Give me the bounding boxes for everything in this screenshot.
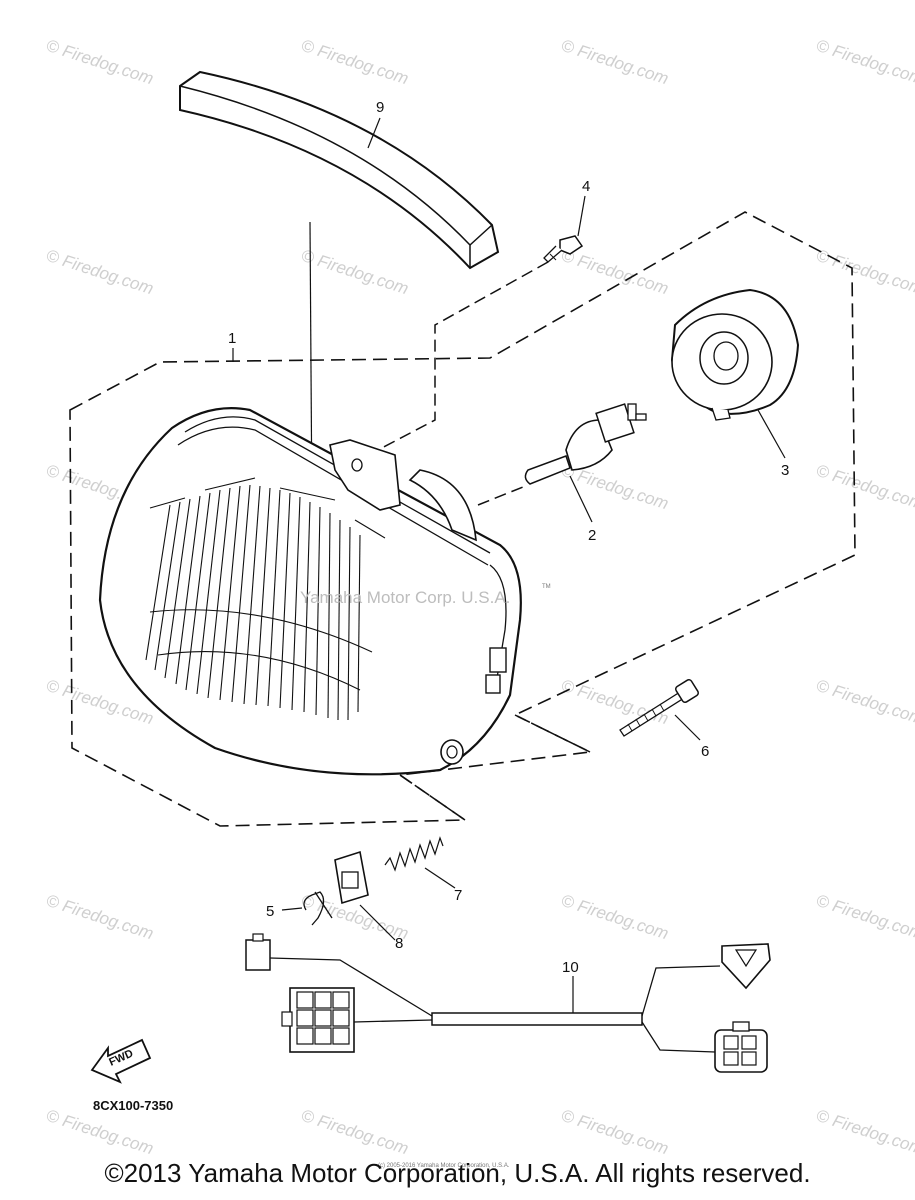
callout-6: 6: [701, 743, 709, 760]
watermark: © Firedog.com: [814, 1106, 915, 1159]
part-9-cover-strip: [179, 70, 500, 270]
copyright-notice: ©2013 Yamaha Motor Corporation, U.S.A. A…: [104, 1158, 811, 1188]
watermark: © Firedog.com: [814, 891, 915, 944]
leader-line-5: [281, 907, 303, 911]
leader-line-9: [367, 117, 381, 149]
watermark: © Firedog.com: [559, 891, 671, 944]
watermark: © Firedog.com: [559, 36, 671, 89]
leader-line-4: [577, 195, 586, 237]
watermark: © Firedog.com: [44, 246, 156, 299]
callout-5: 5: [266, 903, 274, 920]
part-2-bulb: [524, 403, 647, 485]
callout-3: 3: [781, 462, 789, 479]
part-3-bulb-cover: [670, 288, 800, 421]
watermark: © Firedog.com: [44, 36, 156, 89]
part-7-spring: [384, 836, 444, 872]
callout-7: 7: [454, 887, 462, 904]
forward-arrow-icon: FWD: [90, 1038, 152, 1084]
tiny-notice: (c) 2005-2016 Yamaha Motor Corporation, …: [378, 1163, 510, 1169]
watermark: © Firedog.com: [814, 36, 915, 89]
part-4-screw: [543, 235, 584, 263]
bolt-link-line: [514, 714, 591, 753]
tm-mark: TM: [542, 584, 551, 590]
leader-line-8: [359, 904, 396, 941]
trademark-stamp: Yamaha Motor Corp. U.S.A.: [300, 588, 510, 607]
watermark: © Firedog.com: [44, 1106, 156, 1159]
watermark: © Firedog.com: [299, 246, 411, 299]
leader-line-3: [757, 409, 786, 459]
watermark: © Firedog.com: [814, 461, 915, 514]
part-5-clip: [303, 891, 333, 926]
watermark: © Firedog.com: [559, 246, 671, 299]
leader-line-6: [674, 714, 701, 741]
part-1-headlight-unit: [98, 407, 522, 776]
leader-line-2: [569, 475, 593, 523]
part-code: 8CX100-7350: [93, 1098, 173, 1113]
callout-9: 9: [376, 99, 384, 116]
part-8-clip-nut: [334, 850, 369, 905]
screw-link-line: [377, 261, 549, 451]
assembly-boundary: [69, 211, 856, 827]
callout-4: 4: [582, 178, 590, 195]
callout-2: 2: [588, 527, 596, 544]
watermark: © Firedog.com: [559, 1106, 671, 1159]
leader-line-7: [424, 867, 456, 889]
bulb-link-line: [477, 484, 529, 506]
part-10-wire-harness: [245, 933, 771, 1073]
mount-link-line: [399, 774, 466, 821]
part-6-bolt: [619, 678, 700, 737]
watermark: © Firedog.com: [559, 676, 671, 729]
watermark: © Firedog.com: [44, 891, 156, 944]
callout-1: 1: [228, 330, 236, 347]
watermark: © Firedog.com: [299, 1106, 411, 1159]
watermark: © Firedog.com: [814, 246, 915, 299]
callout-10: 10: [562, 959, 579, 976]
callout-8: 8: [395, 935, 403, 952]
watermark: © Firedog.com: [814, 676, 915, 729]
watermark: © Firedog.com: [299, 36, 411, 89]
